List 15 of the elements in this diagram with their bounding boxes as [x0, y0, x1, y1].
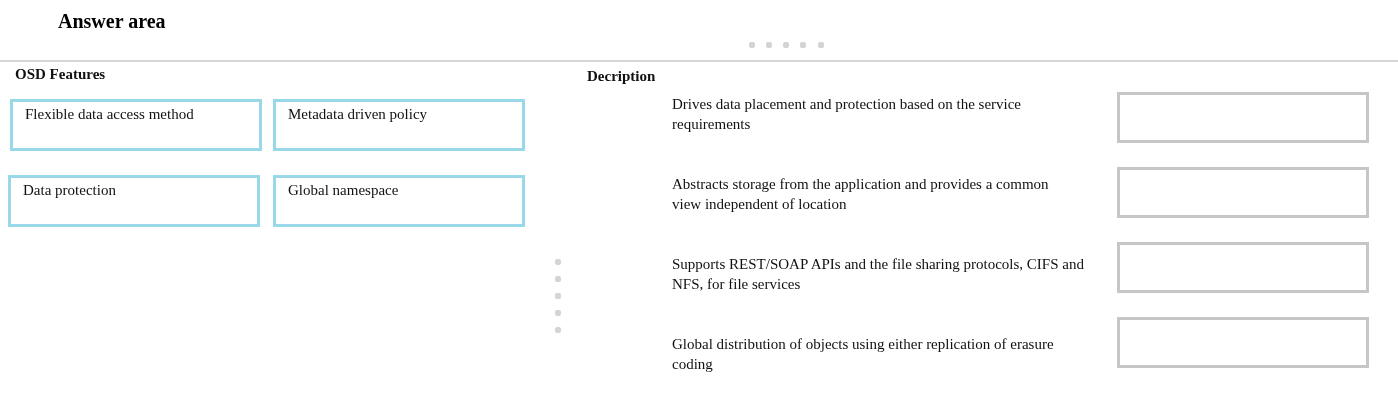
description-text: Supports REST/SOAP APIs and the file sharing protocols, CIFS and NFS, for file services	[672, 255, 1085, 294]
feature-card: Global namespace	[273, 175, 525, 227]
feature-card: Data protection	[8, 175, 260, 227]
description-text: Drives data placement and protection based on the service requirements	[672, 95, 1023, 134]
feature-card: Metadata driven policy	[273, 99, 525, 151]
answer-drop-box	[1117, 92, 1369, 143]
feature-card: Flexible data access method	[10, 99, 262, 151]
answer-drop-box	[1117, 167, 1369, 218]
section-heading: OSD Features	[15, 65, 106, 84]
title: Answer area	[58, 10, 166, 33]
description-text: Global distribution of objects using either replication of erasure coding	[672, 335, 1055, 374]
answer-drop-box	[1117, 242, 1369, 293]
answer-drop-box	[1117, 317, 1369, 368]
description-text: Abstracts storage from the application and provides a common view independent of location	[672, 175, 1050, 214]
section-heading: Decription	[587, 67, 656, 86]
